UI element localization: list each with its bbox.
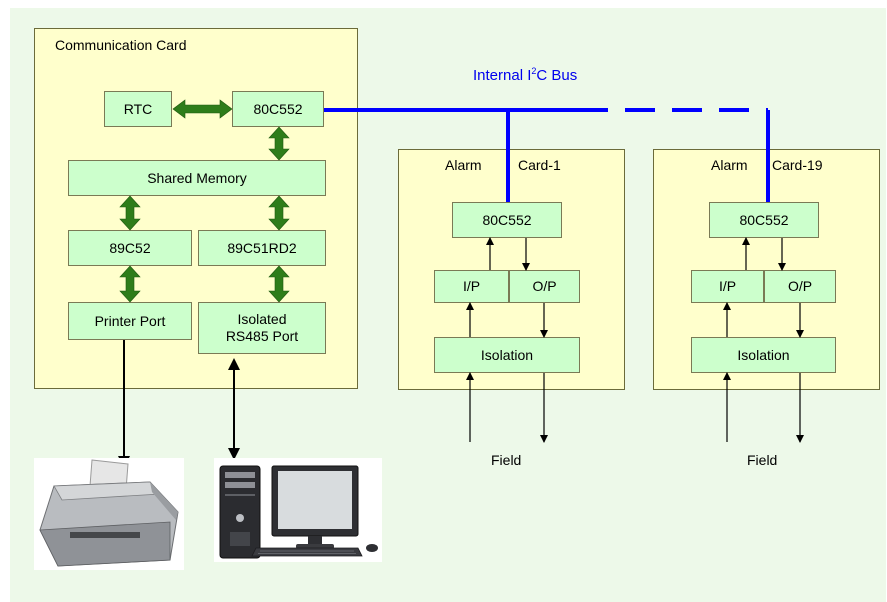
alarm-card-1-output-block: O/P [509, 270, 580, 303]
alarm-card-19-arrows [723, 237, 804, 443]
rtc-block: RTC [104, 91, 172, 127]
sharedmem-89c51rd2-arrow [268, 195, 290, 231]
bus-label: Internal I2C Bus [473, 66, 577, 84]
printer-port-block: Printer Port [68, 302, 192, 340]
alarm-card-19-title-word1: Alarm [711, 157, 748, 173]
rs485-port-line1: Isolated [237, 311, 287, 327]
device-arrows [118, 340, 240, 468]
89c52-block: 89C52 [68, 230, 192, 266]
alarm-card-1-isolation-block: Isolation [434, 337, 580, 373]
communication-card-title: Communication Card [55, 37, 187, 53]
alarm-card-19-80c552-block: 80C552 [709, 202, 819, 238]
rtc-80c552-arrow [172, 99, 233, 119]
89c52-printer-arrow [119, 265, 141, 303]
comm-bidir-arrows [119, 99, 290, 303]
89c51rd2-block: 89C51RD2 [198, 230, 326, 266]
sharedmem-89c52-arrow [119, 195, 141, 231]
rs485-port-line2: RS485 Port [225, 328, 299, 344]
i2c-bus [324, 108, 770, 202]
rs485-port-block: Isolated RS485 Port [198, 302, 326, 354]
bus-label-sup: 2 [531, 66, 537, 76]
alarm-card-1-title-word2: Card-1 [518, 157, 561, 173]
alarm-card-1-title-word1: Alarm [445, 157, 482, 173]
alarm-card-19-isolation-block: Isolation [691, 337, 836, 373]
alarm-card-19-output-block: O/P [764, 270, 836, 303]
bus-label-post: C Bus [536, 67, 578, 84]
bus-label-pre: Internal I [473, 67, 532, 84]
alarm-card-1-80c552-block: 80C552 [452, 202, 562, 238]
alarm-card-19-field-label: Field [747, 452, 778, 468]
comm-80c552-block: 80C552 [232, 91, 324, 127]
89c51rd2-rs485-arrow [268, 265, 290, 303]
desktop-computer-icon [214, 458, 382, 562]
alarm-card-19-title-word2: Card-19 [772, 157, 823, 173]
printer-icon [34, 458, 184, 570]
shared-memory-block: Shared Memory [68, 160, 326, 196]
alarm-card-19-input-block: I/P [691, 270, 764, 303]
alarm-card-1-field-label: Field [491, 452, 522, 468]
alarm-card-1-arrows [466, 237, 548, 443]
80c552-sharedmem-arrow [268, 126, 290, 161]
